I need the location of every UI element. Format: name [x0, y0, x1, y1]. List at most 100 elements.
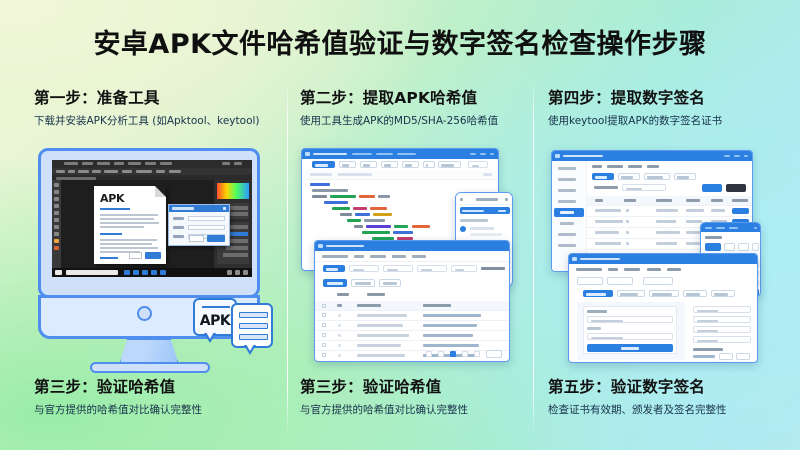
side-field-3[interactable]	[693, 326, 751, 333]
form-step-tab-active[interactable]	[583, 290, 613, 297]
form-field-1[interactable]	[587, 316, 673, 323]
side-field-1[interactable]	[693, 306, 751, 313]
content-tab[interactable]	[674, 173, 696, 180]
select-all-checkbox[interactable]	[322, 303, 326, 308]
page-size-select[interactable]	[486, 350, 502, 358]
monitor-power-button[interactable]	[137, 306, 152, 321]
table-row[interactable]	[315, 350, 509, 360]
sidebar-item[interactable]	[554, 219, 584, 228]
sidebar-item[interactable]	[554, 186, 584, 195]
tool-button[interactable]	[724, 243, 735, 251]
row-checkbox[interactable]	[322, 333, 326, 337]
page-last[interactable]	[474, 351, 480, 357]
toolbar-tab-active[interactable]	[312, 161, 335, 168]
side-field-2[interactable]	[693, 316, 751, 323]
hash-result-table-window[interactable]	[314, 240, 510, 362]
form-step-tab[interactable]	[711, 290, 735, 297]
form-step-tab[interactable]	[617, 290, 645, 297]
sidebar-item-selected[interactable]	[554, 208, 584, 217]
column-1-footer: 第三步：验证哈希值 与官方提供的哈希值对比确认完整性	[34, 375, 202, 417]
sidebar-item[interactable]	[554, 230, 584, 239]
filter-select-1[interactable]	[383, 265, 413, 272]
form-step-tab[interactable]	[683, 290, 707, 297]
toolbar-tab[interactable]	[339, 161, 356, 168]
side-button-1[interactable]	[719, 353, 733, 360]
page-first[interactable]	[426, 351, 432, 357]
form-tab-button-1[interactable]	[577, 277, 603, 285]
filter-select-2[interactable]	[417, 265, 447, 272]
row-checkbox[interactable]	[322, 343, 326, 347]
document-confirm-button[interactable]	[145, 252, 161, 259]
filter-input[interactable]	[349, 265, 379, 272]
reset-button[interactable]	[726, 184, 746, 192]
tool-button[interactable]	[752, 243, 759, 251]
table-row[interactable]	[586, 205, 752, 216]
column-divider-1	[287, 78, 288, 438]
row-checkbox[interactable]	[322, 313, 326, 317]
toolbar-tab[interactable]	[438, 161, 461, 168]
page-prev[interactable]	[438, 351, 444, 357]
search-button[interactable]	[702, 184, 722, 192]
table-row[interactable]	[586, 238, 752, 249]
column-divider-2	[533, 78, 534, 438]
form-tab-button-2[interactable]	[607, 277, 633, 285]
document-cancel-button[interactable]	[129, 252, 142, 259]
minimize-icon[interactable]	[724, 154, 730, 158]
form-field-2[interactable]	[587, 333, 673, 340]
filter-tab-active[interactable]	[323, 265, 345, 272]
table-pagination[interactable]	[314, 347, 510, 362]
maximize-icon[interactable]	[734, 154, 740, 158]
row-checkbox[interactable]	[322, 353, 326, 357]
table-row[interactable]	[586, 249, 752, 260]
tool-button-primary[interactable]	[705, 243, 721, 251]
toolbar-tab[interactable]	[402, 161, 419, 168]
sidebar-item[interactable]	[554, 197, 584, 206]
table-row[interactable]	[586, 216, 752, 227]
sidebar-item[interactable]	[554, 175, 584, 184]
form-tab-button-3[interactable]	[643, 277, 673, 285]
sidebar-item[interactable]	[554, 241, 584, 250]
table-row[interactable]	[315, 310, 509, 320]
sidebar-item[interactable]	[554, 164, 584, 173]
page-current[interactable]	[450, 351, 456, 357]
step-2-subtitle: 使用工具生成APK的MD5/SHA-256哈希值	[300, 115, 499, 127]
minimize-icon[interactable]	[470, 152, 476, 156]
table-row[interactable]	[315, 330, 509, 340]
side-button-2[interactable]	[736, 353, 750, 360]
close-icon[interactable]	[744, 154, 748, 158]
content-tab[interactable]	[644, 173, 670, 180]
tool-button[interactable]	[738, 243, 749, 251]
table-row[interactable]	[315, 340, 509, 350]
signature-verify-form-window[interactable]	[568, 253, 758, 363]
toolbar-tab[interactable]	[360, 161, 377, 168]
content-tab[interactable]	[618, 173, 640, 180]
close-icon[interactable]	[754, 226, 757, 230]
toolbar-select[interactable]	[468, 161, 488, 168]
maximize-icon[interactable]	[480, 152, 486, 156]
close-icon[interactable]	[223, 207, 226, 210]
dialog-cancel-button[interactable]	[189, 235, 204, 242]
toolbar-tab[interactable]	[423, 161, 435, 168]
more-icon[interactable]	[505, 197, 508, 201]
table-row[interactable]	[586, 227, 752, 238]
panel-primary-button[interactable]	[460, 207, 510, 214]
column-1-header: 第一步：准备工具 下载并安装APK分析工具 (如Apktool、keytool)	[34, 86, 284, 128]
side-field-4[interactable]	[693, 336, 751, 343]
row-checkbox[interactable]	[322, 323, 326, 327]
form-step-tab[interactable]	[649, 290, 679, 297]
table-row[interactable]	[315, 320, 509, 330]
column-3-header: 第四步：提取数字签名 使用keytool提取APK的数字签名证书	[548, 86, 786, 128]
app-icon	[572, 256, 577, 262]
page-next[interactable]	[462, 351, 468, 357]
dialog-titlebar	[169, 205, 229, 212]
close-icon[interactable]	[490, 152, 494, 156]
filter-select-3[interactable]	[451, 265, 477, 272]
content-tab-active[interactable]	[592, 173, 614, 180]
row-action-badge[interactable]	[732, 208, 749, 214]
certificate-list-window[interactable]	[551, 150, 753, 272]
dialog-ok-button[interactable]	[207, 235, 225, 242]
toolbar-tab[interactable]	[381, 161, 398, 168]
back-icon[interactable]	[460, 197, 463, 201]
taskbar-search-field[interactable]	[66, 270, 118, 275]
search-select[interactable]	[622, 184, 666, 191]
